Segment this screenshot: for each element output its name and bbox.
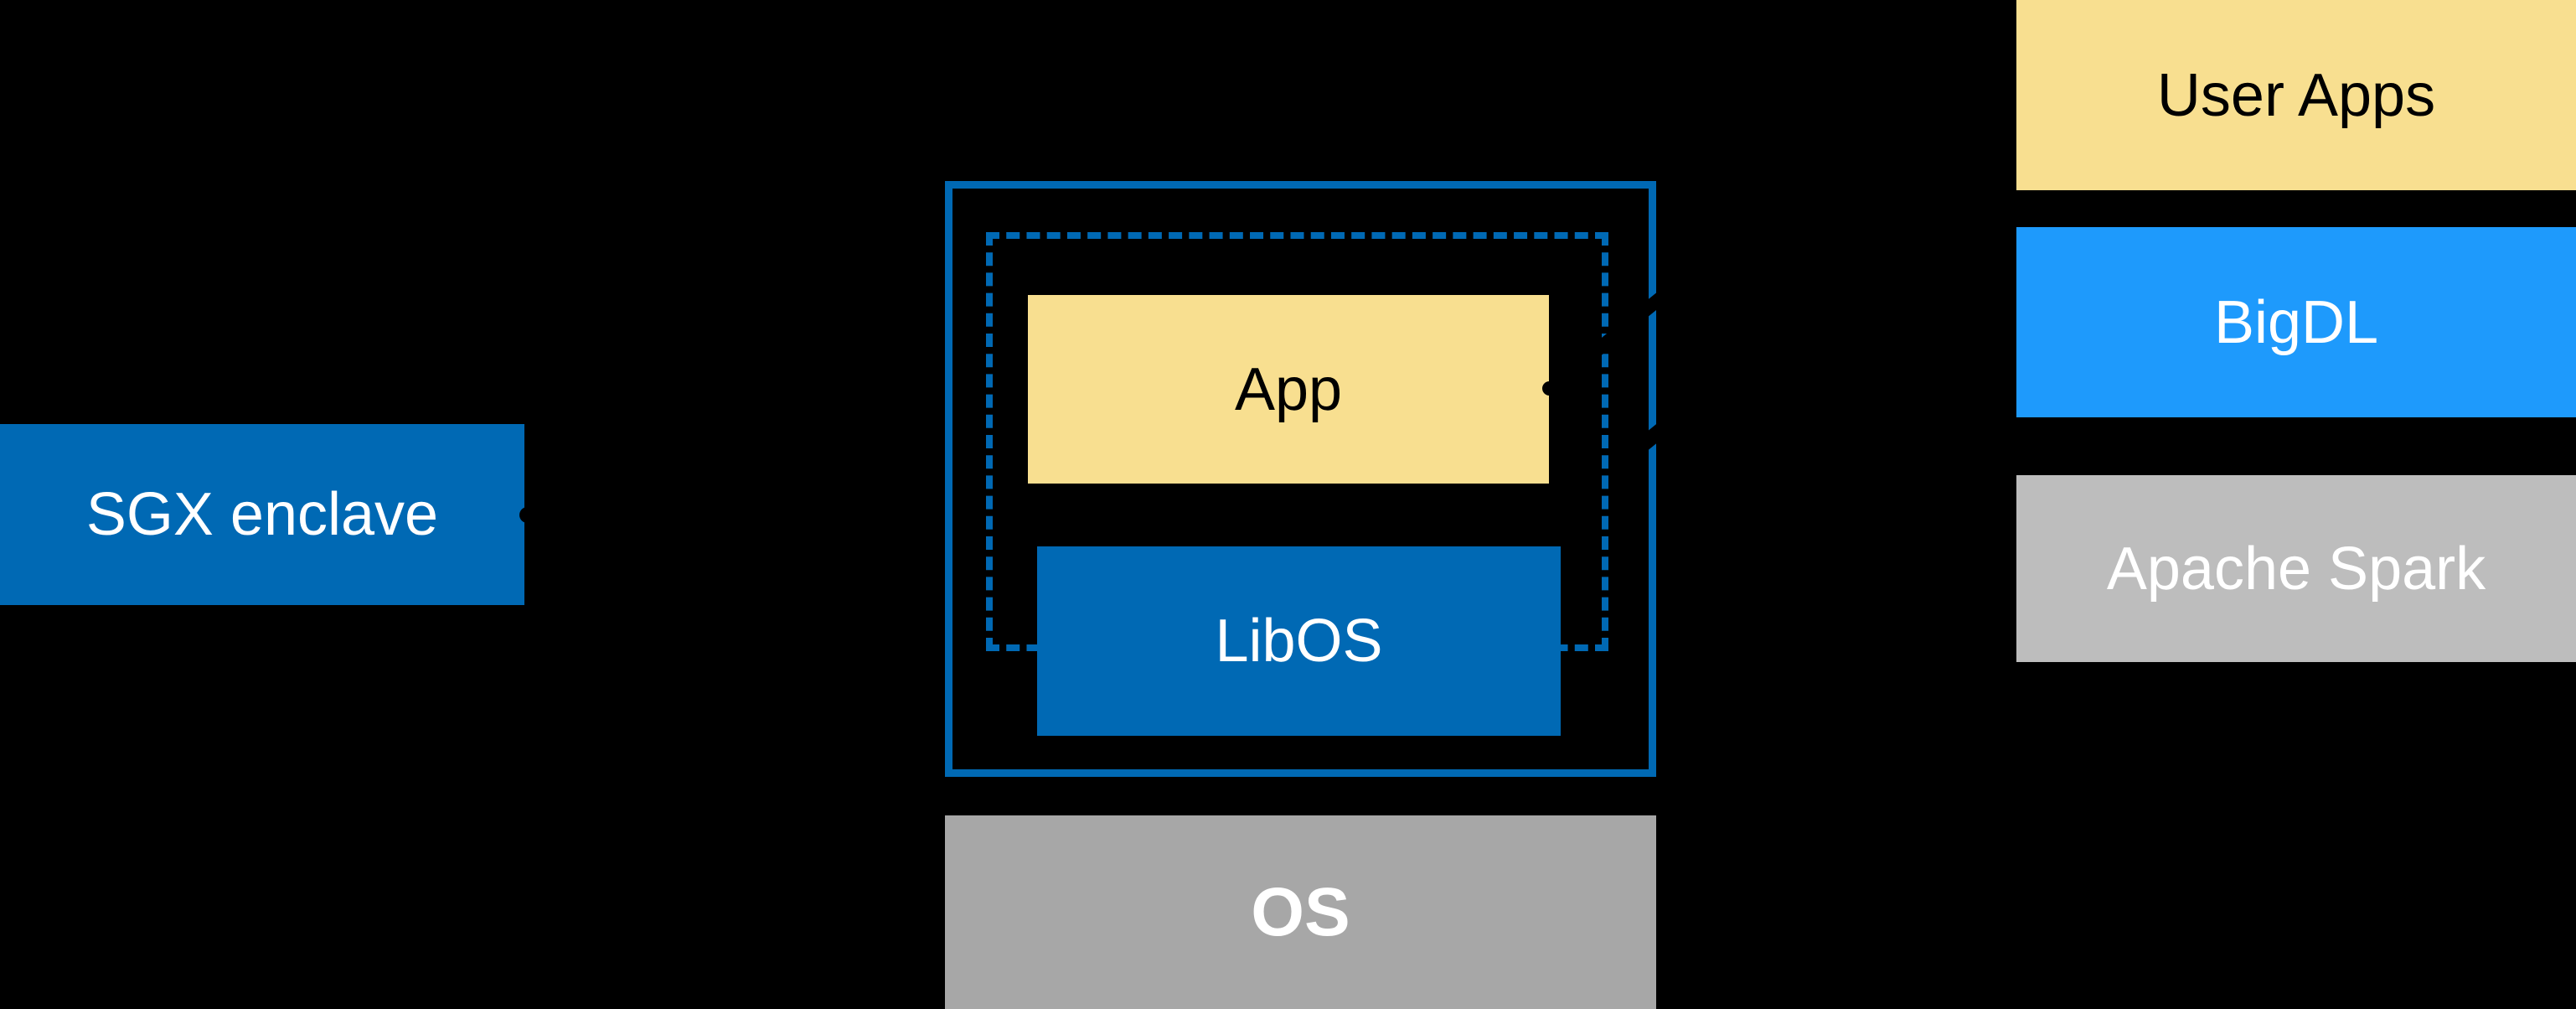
arrowhead-dot-app: [1542, 381, 1556, 396]
app-label: App: [1234, 355, 1343, 423]
apache-spark-box: Apache Spark: [2016, 475, 2576, 662]
os-label: OS: [1251, 873, 1350, 950]
os-box: OS: [945, 815, 1656, 1009]
bigdl-box: BigDL: [2016, 227, 2576, 417]
libos-box: LibOS: [1037, 546, 1561, 736]
sgx-enclave-box: SGX enclave: [0, 424, 524, 605]
libos-label: LibOS: [1215, 608, 1383, 675]
apache-spark-label: Apache Spark: [2106, 535, 2486, 603]
sgx-enclave-label: SGX enclave: [85, 481, 439, 548]
app-box: App: [1028, 295, 1549, 484]
user-apps-box: User Apps: [2016, 0, 2576, 190]
arrowhead-dot-sgx: [519, 507, 535, 523]
user-apps-label: User Apps: [2156, 61, 2436, 129]
enclave-boundary-box: [945, 181, 1656, 777]
bigdl-label: BigDL: [2213, 288, 2379, 356]
